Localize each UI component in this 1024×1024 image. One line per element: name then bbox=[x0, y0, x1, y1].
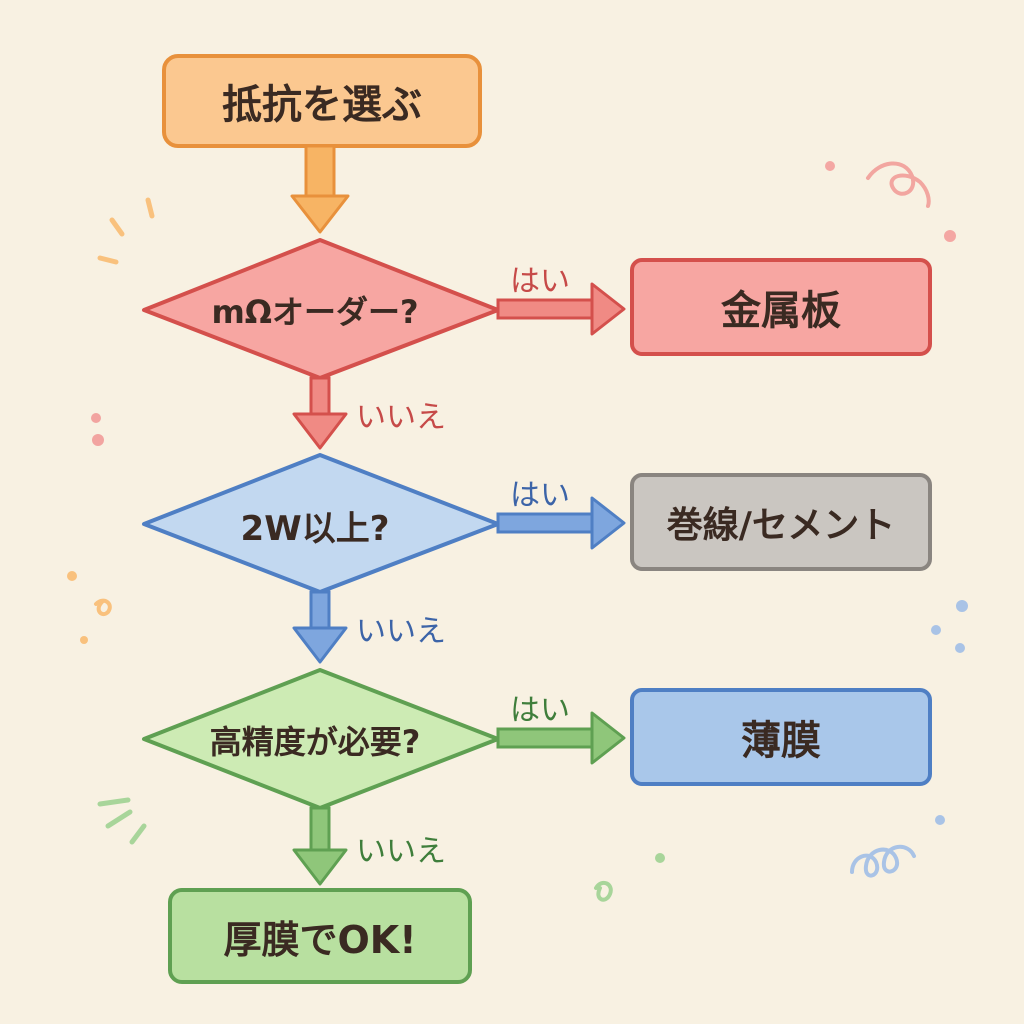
question-1-label: mΩオーダー? bbox=[211, 293, 419, 331]
doodle-dot bbox=[935, 815, 945, 825]
doodle-dot bbox=[92, 434, 104, 446]
arrow-q1-yes bbox=[496, 282, 626, 336]
result-box-metal bbox=[630, 258, 932, 356]
doodle-dash bbox=[129, 823, 147, 845]
arrow-q1-no bbox=[292, 376, 348, 450]
doodle-swirl-bottom-right bbox=[850, 845, 916, 878]
result-box-wirewound bbox=[630, 473, 932, 571]
doodle-dot bbox=[825, 161, 835, 171]
arrow-q2-yes bbox=[496, 496, 626, 550]
doodle-swirl-top-right bbox=[866, 161, 931, 208]
result-metal-plate-label: 金属板 bbox=[721, 288, 841, 334]
decorative-doodles bbox=[67, 161, 968, 902]
end-box bbox=[168, 888, 472, 984]
result-box-thinfilm bbox=[630, 688, 932, 786]
start-label: 抵抗を選ぶ bbox=[222, 82, 422, 128]
question-2-label: 2W以上? bbox=[240, 508, 390, 549]
arrow-q2-no bbox=[292, 590, 348, 664]
q3-no-label: いいえ bbox=[356, 834, 446, 869]
doodle-dot bbox=[931, 625, 941, 635]
q2-no-label: いいえ bbox=[356, 614, 446, 649]
doodle-dash bbox=[145, 197, 155, 219]
q1-no-label: いいえ bbox=[356, 400, 446, 435]
doodle-dash bbox=[97, 255, 119, 265]
result-wirewound-label: 巻線/セメント bbox=[666, 505, 896, 546]
end-label: 厚膜でOK! bbox=[223, 917, 417, 962]
doodle-dot bbox=[67, 571, 77, 581]
arrow-q3-yes bbox=[496, 711, 626, 765]
doodle-dot bbox=[956, 600, 968, 612]
doodle-dash bbox=[105, 809, 133, 829]
doodle-dot bbox=[955, 643, 965, 653]
doodle-swirl-left bbox=[94, 598, 112, 617]
arrow-q3-no bbox=[292, 806, 348, 886]
doodle-dash bbox=[109, 217, 125, 237]
doodle-dot bbox=[80, 636, 88, 644]
q2-yes-label: はい bbox=[510, 478, 570, 513]
doodle-dash bbox=[97, 797, 131, 807]
doodle-dot bbox=[655, 853, 665, 863]
doodle-swirl-bottom bbox=[594, 880, 613, 902]
doodle-dot bbox=[944, 230, 956, 242]
arrow-start-to-q1 bbox=[290, 144, 350, 234]
q1-yes-label: はい bbox=[510, 264, 570, 299]
result-thin-film-label: 薄膜 bbox=[741, 718, 821, 764]
doodle-dot bbox=[91, 413, 101, 423]
question-3-label: 高精度が必要? bbox=[209, 723, 421, 761]
q3-yes-label: はい bbox=[510, 693, 570, 728]
